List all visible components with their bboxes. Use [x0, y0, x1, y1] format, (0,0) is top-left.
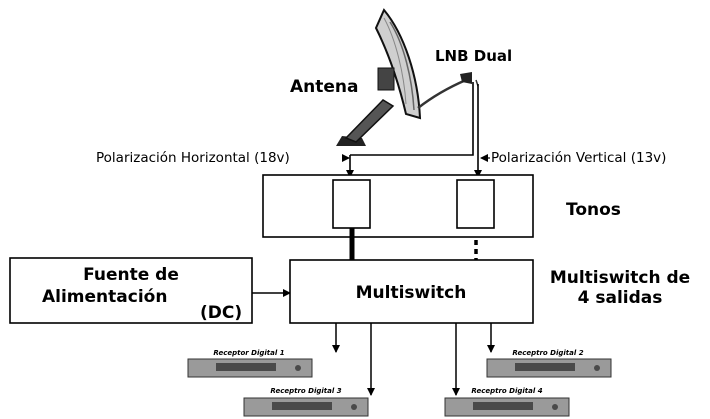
multiswitch-label: Multiswitch	[356, 283, 467, 303]
receiver-1: Receptor Digital 1	[187, 349, 313, 378]
tone-unit-2	[456, 179, 495, 229]
receiver-2: Receptro Digital 2	[486, 349, 612, 378]
receiver-knob	[351, 404, 357, 410]
tones-label: Tonos	[566, 200, 621, 220]
multiswitch-title-line1: Multiswitch de	[550, 268, 690, 288]
receiver-label: Receptro Digital 3	[270, 387, 341, 395]
polarization-vertical-label: Polarización Vertical (13v)	[491, 150, 666, 166]
receiver-knob	[552, 404, 558, 410]
receiver-3: Receptro Digital 3	[243, 387, 369, 417]
receiver-4: Receptro Digital 4	[444, 387, 570, 417]
tone-unit-1	[332, 179, 371, 229]
receiver-label: Receptor Digital 1	[213, 349, 284, 357]
receiver-label: Receptro Digital 4	[471, 387, 542, 395]
receiver-display	[473, 402, 533, 410]
receiver-display	[272, 402, 332, 410]
receiver-display	[216, 363, 276, 371]
cable-horizontal	[350, 82, 474, 156]
polarization-horizontal-label: Polarización Horizontal (18v)	[96, 150, 290, 166]
power-supply-label-line2: Alimentación	[42, 287, 167, 307]
receiver-display	[515, 363, 575, 371]
multiswitch-title-line2: 4 salidas	[578, 288, 663, 308]
receiver-knob	[594, 365, 600, 371]
power-supply-dc-label: (DC)	[200, 303, 242, 323]
multiswitch-box	[289, 259, 534, 324]
receiver-label: Receptro Digital 2	[512, 349, 583, 357]
receiver-knob	[295, 365, 301, 371]
power-supply-label-line1: Fuente de	[83, 265, 179, 285]
antenna-label: Antena	[290, 77, 359, 97]
power-supply-box	[9, 257, 253, 324]
satellite-dish-icon	[336, 8, 479, 146]
lnb-label: LNB Dual	[435, 47, 512, 65]
